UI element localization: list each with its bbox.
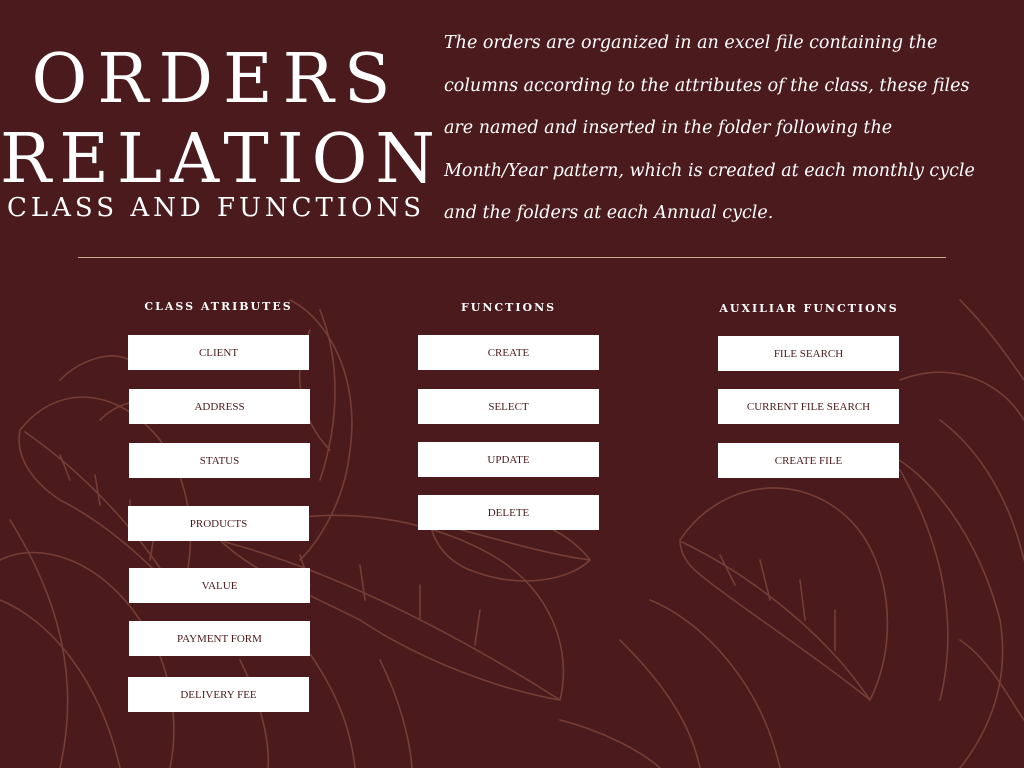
attribute-delivery-fee[interactable]: DELIVERY FEE [128, 677, 309, 712]
page-title-orders: ORDERS [31, 40, 401, 119]
attribute-payment-form[interactable]: PAYMENT FORM [129, 621, 310, 656]
heading-auxiliar-functions: AUXILIAR FUNCTIONS [719, 302, 899, 315]
function-delete[interactable]: DELETE [418, 495, 599, 530]
attribute-client[interactable]: CLIENT [128, 335, 309, 370]
divider [78, 257, 946, 258]
page-subtitle: CLASS AND FUNCTIONS [6, 193, 426, 223]
description-text: The orders are organized in an excel fil… [444, 33, 975, 223]
aux-file-search[interactable]: FILE SEARCH [718, 336, 899, 371]
heading-functions: FUNCTIONS [460, 301, 557, 314]
function-select[interactable]: SELECT [418, 389, 599, 424]
attribute-products[interactable]: PRODUCTS [128, 506, 309, 541]
attribute-value[interactable]: VALUE [129, 568, 310, 603]
aux-current-file-search[interactable]: CURRENT FILE SEARCH [718, 389, 899, 424]
page-title-relation: RELATION [0, 120, 443, 199]
attribute-address[interactable]: ADDRESS [129, 389, 310, 424]
function-create[interactable]: CREATE [418, 335, 599, 370]
heading-class-attributes: CLASS ATRIBUTES [144, 300, 293, 313]
function-update[interactable]: UPDATE [418, 442, 599, 477]
aux-create-file[interactable]: CREATE FILE [718, 443, 899, 478]
attribute-status[interactable]: STATUS [129, 443, 310, 478]
